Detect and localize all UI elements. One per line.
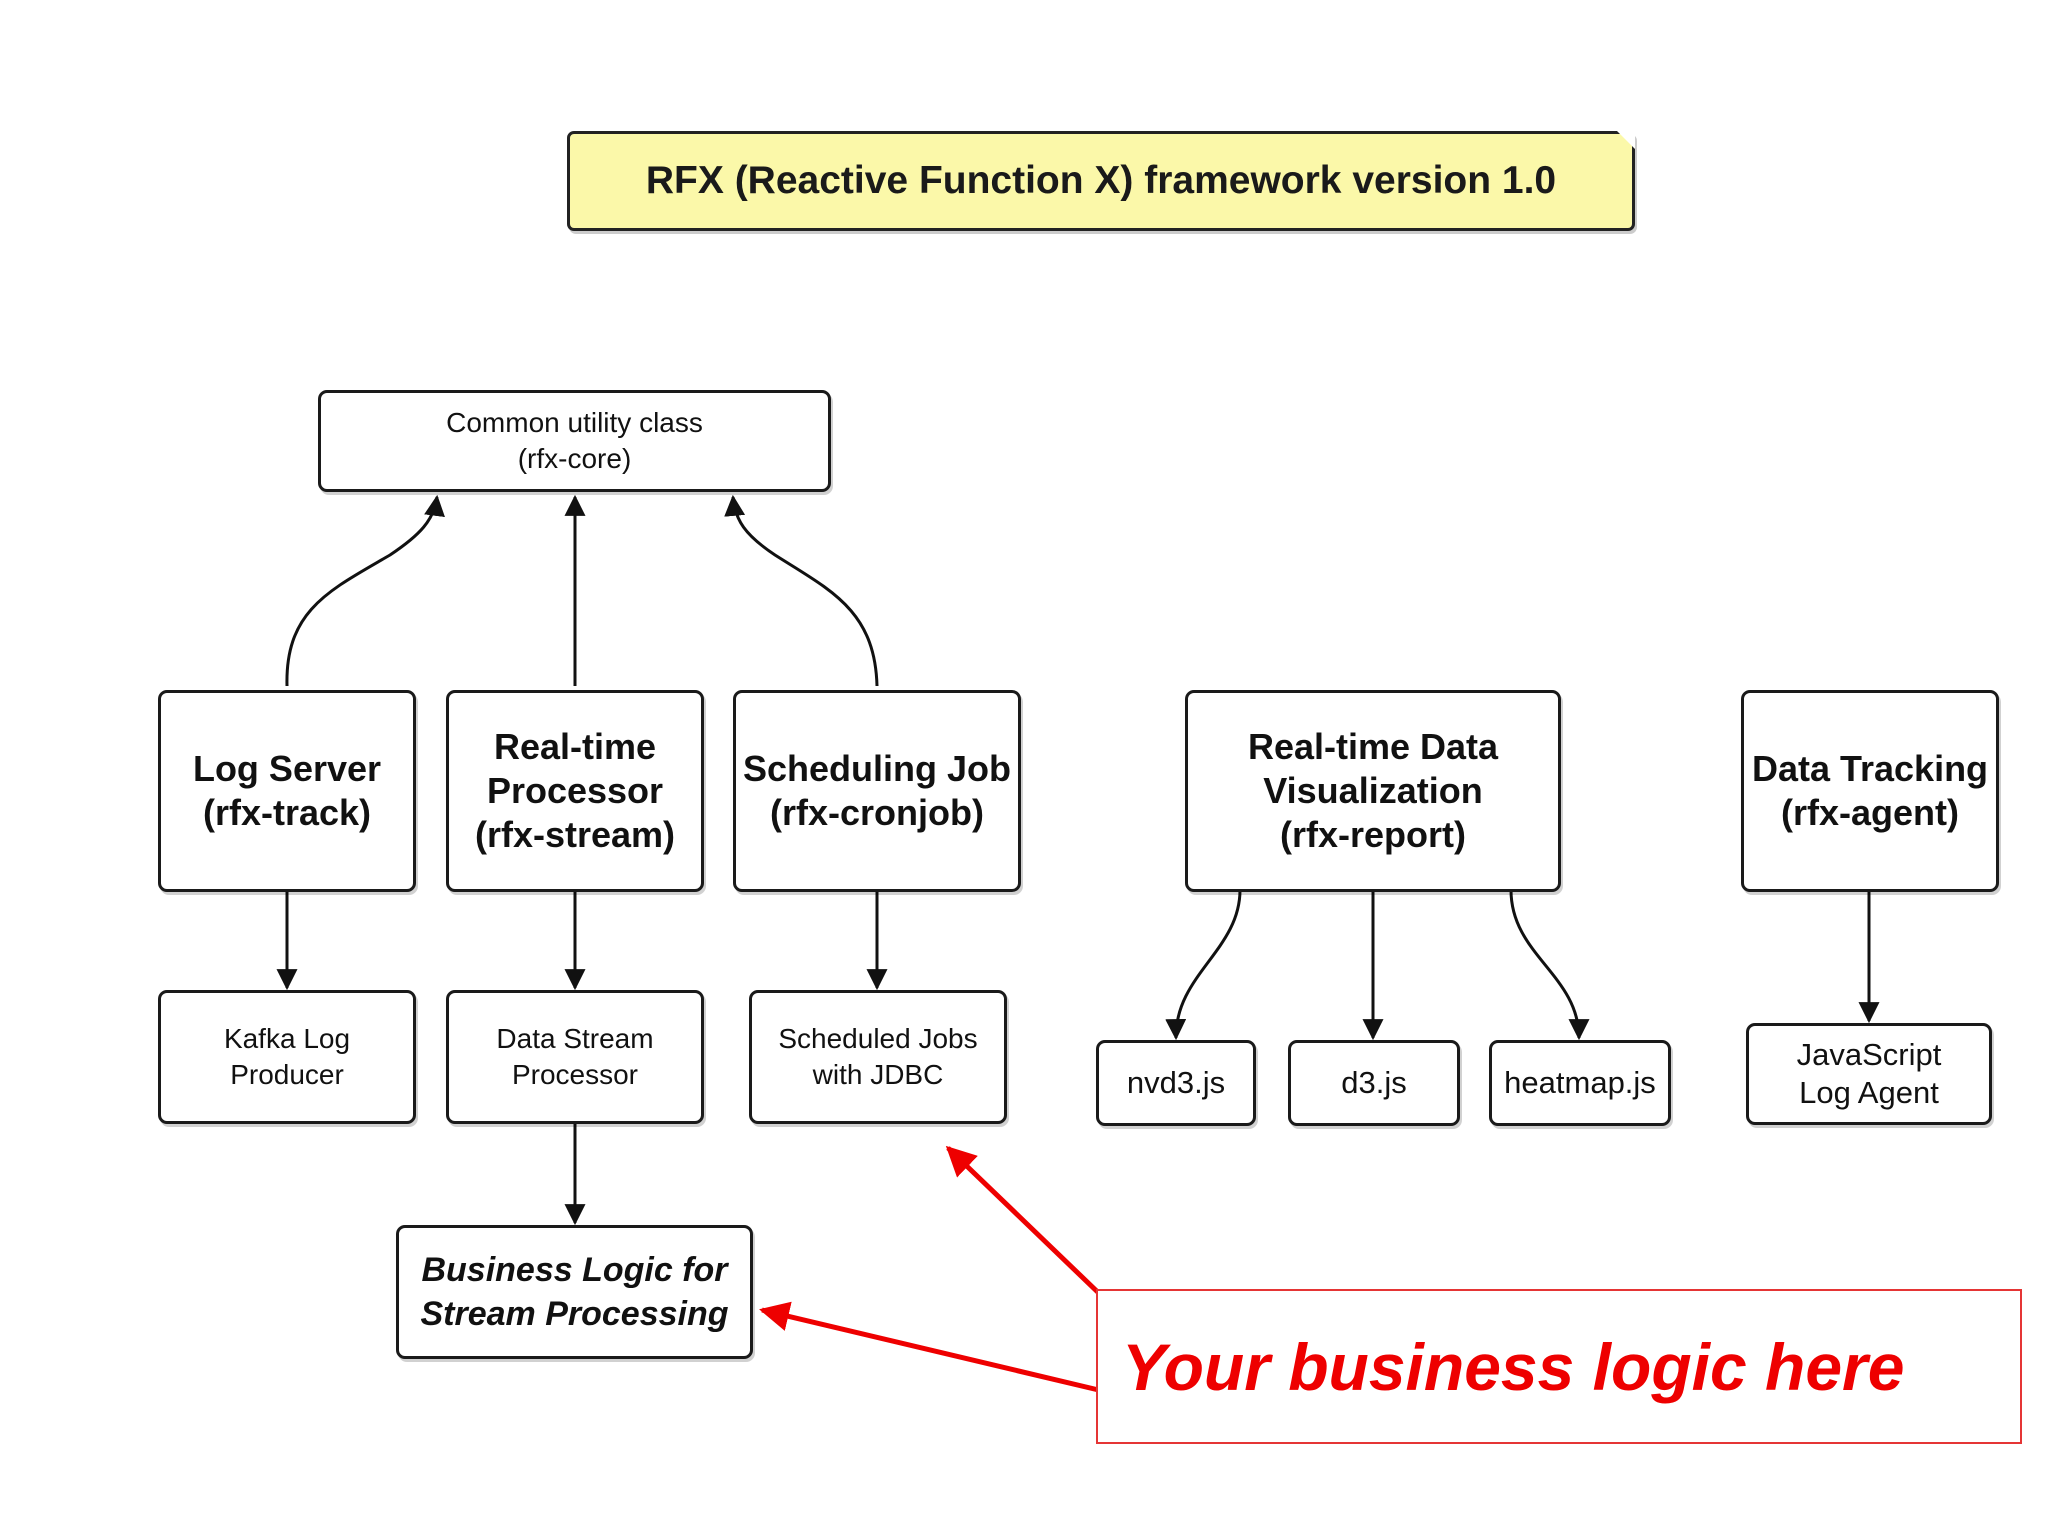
node-line: d3.js bbox=[1341, 1065, 1407, 1100]
node-rfx-report: Real-time Data Visualization (rfx-report… bbox=[1185, 690, 1561, 892]
callout-arrow-to-jdbc bbox=[945, 1145, 1109, 1303]
node-line: Scheduling Job bbox=[742, 748, 1011, 789]
node-javascript-log-agent: JavaScript Log Agent bbox=[1746, 1023, 1992, 1125]
node-line: (rfx-cronjob) bbox=[770, 792, 984, 833]
node-line: Data Stream bbox=[496, 1023, 654, 1054]
node-rfx-track: Log Server (rfx-track) bbox=[158, 690, 416, 892]
node-line: Log Agent bbox=[1799, 1075, 1939, 1110]
node-line: Stream Processing bbox=[420, 1295, 729, 1333]
node-line: Business Logic for bbox=[421, 1251, 728, 1289]
callout-text: Your business logic here bbox=[1122, 1329, 1905, 1404]
edge-report-to-heatmap bbox=[1509, 889, 1590, 1041]
node-line: Visualization bbox=[1263, 770, 1483, 811]
callout-box: Your business logic here bbox=[1096, 1289, 2022, 1444]
edge-cronjob-to-core bbox=[724, 494, 879, 687]
title-note: RFX (Reactive Function X) framework vers… bbox=[567, 131, 1635, 231]
diagram-title: RFX (Reactive Function X) framework vers… bbox=[645, 159, 1557, 202]
node-rfx-core: Common utility class (rfx-core) bbox=[318, 390, 831, 492]
edge-report-to-nvd3 bbox=[1165, 889, 1242, 1041]
node-line: Processor bbox=[486, 770, 664, 811]
node-rfx-cronjob: Scheduling Job (rfx-cronjob) bbox=[733, 690, 1021, 892]
node-kafka-log-producer: Kafka Log Producer bbox=[158, 990, 416, 1124]
node-line: Producer bbox=[230, 1059, 344, 1090]
note-fold-corner bbox=[1617, 131, 1635, 149]
node-line: Common utility class bbox=[446, 407, 703, 438]
edge-track-to-core bbox=[285, 494, 445, 687]
node-line: (rfx-agent) bbox=[1781, 792, 1959, 833]
node-line: Scheduled Jobs bbox=[778, 1023, 978, 1054]
node-line: nvd3.js bbox=[1126, 1065, 1226, 1100]
node-line: Real-time bbox=[493, 726, 657, 767]
node-line: (rfx-core) bbox=[517, 443, 632, 474]
node-line: (rfx-stream) bbox=[474, 814, 676, 855]
node-heatmap: heatmap.js bbox=[1489, 1040, 1671, 1126]
node-data-stream-processor: Data Stream Processor bbox=[446, 990, 704, 1124]
node-line: Log Server bbox=[192, 748, 382, 789]
node-line: (rfx-track) bbox=[202, 792, 372, 833]
node-line: heatmap.js bbox=[1504, 1065, 1656, 1100]
node-line: (rfx-report) bbox=[1280, 814, 1466, 855]
node-d3: d3.js bbox=[1288, 1040, 1460, 1126]
node-line: Real-time Data bbox=[1247, 726, 1499, 767]
node-line: Kafka Log bbox=[223, 1023, 351, 1054]
node-line: JavaScript bbox=[1796, 1037, 1942, 1072]
node-business-logic: Business Logic for Stream Processing bbox=[396, 1225, 753, 1359]
node-line: Processor bbox=[511, 1059, 639, 1090]
node-nvd3: nvd3.js bbox=[1096, 1040, 1256, 1126]
node-rfx-stream: Real-time Processor (rfx-stream) bbox=[446, 690, 704, 892]
node-scheduled-jobs-jdbc: Scheduled Jobs with JDBC bbox=[749, 990, 1007, 1124]
node-rfx-agent: Data Tracking (rfx-agent) bbox=[1741, 690, 1999, 892]
node-line: with JDBC bbox=[812, 1059, 944, 1090]
callout-arrow-to-business bbox=[759, 1301, 1108, 1395]
node-line: Data Tracking bbox=[1751, 748, 1989, 789]
